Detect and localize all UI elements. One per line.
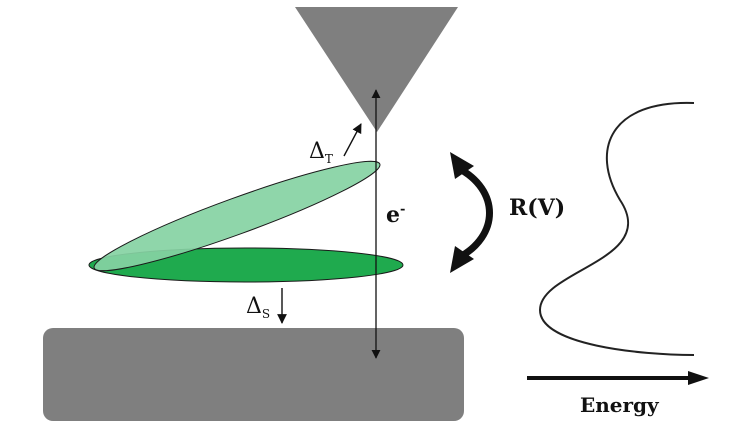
energy-curve <box>538 101 695 356</box>
curved-double-arrow-icon <box>450 152 493 273</box>
rotation-label: R(V) <box>509 195 565 221</box>
delta-sample-label: ΔS <box>246 294 270 321</box>
delta-tip-arrow <box>343 123 362 157</box>
substrate-slab <box>43 328 464 421</box>
delta-tip-label: ΔT <box>309 139 333 166</box>
electron-label: e- <box>386 202 405 228</box>
right-arrow-icon <box>527 371 709 385</box>
energy-axis-label: Energy <box>580 393 660 417</box>
stm-tip <box>295 7 458 132</box>
